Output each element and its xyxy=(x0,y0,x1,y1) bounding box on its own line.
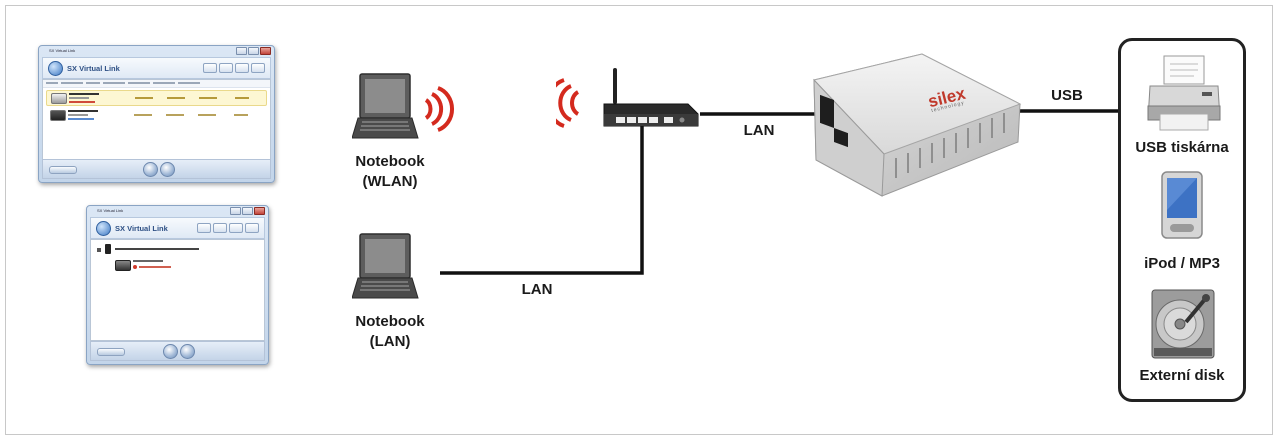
help-icon[interactable] xyxy=(245,223,259,233)
app-header: SX Virtual Link xyxy=(42,57,271,79)
connect-icon[interactable] xyxy=(197,223,211,233)
lan-label-notebook: LAN xyxy=(521,281,553,298)
usb-flash-drive-icon xyxy=(51,93,67,104)
close-button[interactable] xyxy=(260,47,271,55)
maximize-button[interactable] xyxy=(242,207,253,215)
device-row[interactable] xyxy=(46,108,267,122)
notebook-lan-label: Notebook (LAN) xyxy=(340,312,440,352)
external-disk-icon xyxy=(1151,289,1215,359)
disconnect-button[interactable] xyxy=(180,344,195,359)
app-header: SX Virtual Link xyxy=(90,217,265,239)
silex-device-server-icon xyxy=(813,53,1022,197)
window-titlebar: SX Virtual Link xyxy=(39,46,274,55)
wireless-router-icon xyxy=(556,68,699,128)
window-footer xyxy=(42,159,271,179)
sx-logo-icon xyxy=(48,60,63,76)
label-printer-icon xyxy=(50,110,66,121)
lan-label-device: LAN xyxy=(743,122,775,139)
maximize-button[interactable] xyxy=(248,47,259,55)
status-dot-icon xyxy=(133,265,137,269)
close-button[interactable] xyxy=(254,207,265,215)
device-row[interactable] xyxy=(46,90,267,106)
help-icon[interactable] xyxy=(251,63,265,73)
usb-printer-label: USB tiskárna xyxy=(1135,139,1229,156)
window-title: SX Virtual Link xyxy=(49,48,76,53)
label-printer-icon xyxy=(115,260,131,271)
device-list xyxy=(42,79,271,161)
minimize-button[interactable] xyxy=(236,47,247,55)
window-footer xyxy=(90,341,265,361)
disconnect-button[interactable] xyxy=(160,162,175,177)
usb-devices-panel xyxy=(1118,38,1246,402)
info-icon[interactable] xyxy=(235,63,249,73)
app-title: SX Virtual Link xyxy=(115,223,168,233)
ipod-icon xyxy=(1161,171,1203,239)
lan-cable-notebook xyxy=(440,126,644,275)
info-icon[interactable] xyxy=(229,223,243,233)
notebook-wlan-line1: Notebook xyxy=(355,153,425,170)
device-server-icon xyxy=(105,244,111,254)
tree-child-text xyxy=(133,260,163,262)
tree-status-text xyxy=(139,266,171,268)
connect-button[interactable] xyxy=(143,162,158,177)
usb-printer-icon xyxy=(1147,55,1221,131)
app-title: SX Virtual Link xyxy=(67,63,120,73)
notebook-wlan-label: Notebook (WLAN) xyxy=(340,152,440,192)
notebook-lan-line2: (LAN) xyxy=(369,333,411,350)
status-pill xyxy=(97,348,125,356)
status-pill xyxy=(49,166,77,174)
tree-expander-icon[interactable] xyxy=(97,248,101,252)
window-titlebar: SX Virtual Link xyxy=(87,206,268,215)
usb-label: USB xyxy=(1051,87,1083,104)
external-disk-label: Externí disk xyxy=(1139,367,1225,384)
sx-virtual-link-window-tree: SX Virtual Link SX Virtual Link xyxy=(86,205,269,365)
settings-icon[interactable] xyxy=(213,223,227,233)
notebook-wlan-icon xyxy=(352,73,454,139)
window-title: SX Virtual Link xyxy=(97,208,124,213)
ipod-label: iPod / MP3 xyxy=(1144,255,1220,272)
tree-node-text xyxy=(115,248,199,250)
device-tree xyxy=(90,239,265,341)
sx-virtual-link-window-list: SX Virtual Link SX Virtual Link xyxy=(38,45,275,183)
connect-icon[interactable] xyxy=(203,63,217,73)
notebook-wlan-line2: (WLAN) xyxy=(362,173,418,190)
connect-button[interactable] xyxy=(163,344,178,359)
minimize-button[interactable] xyxy=(230,207,241,215)
notebook-lan-icon xyxy=(352,233,419,299)
sx-logo-icon xyxy=(96,220,111,236)
settings-icon[interactable] xyxy=(219,63,233,73)
device-list-header xyxy=(43,80,270,88)
notebook-lan-line1: Notebook xyxy=(355,313,425,330)
